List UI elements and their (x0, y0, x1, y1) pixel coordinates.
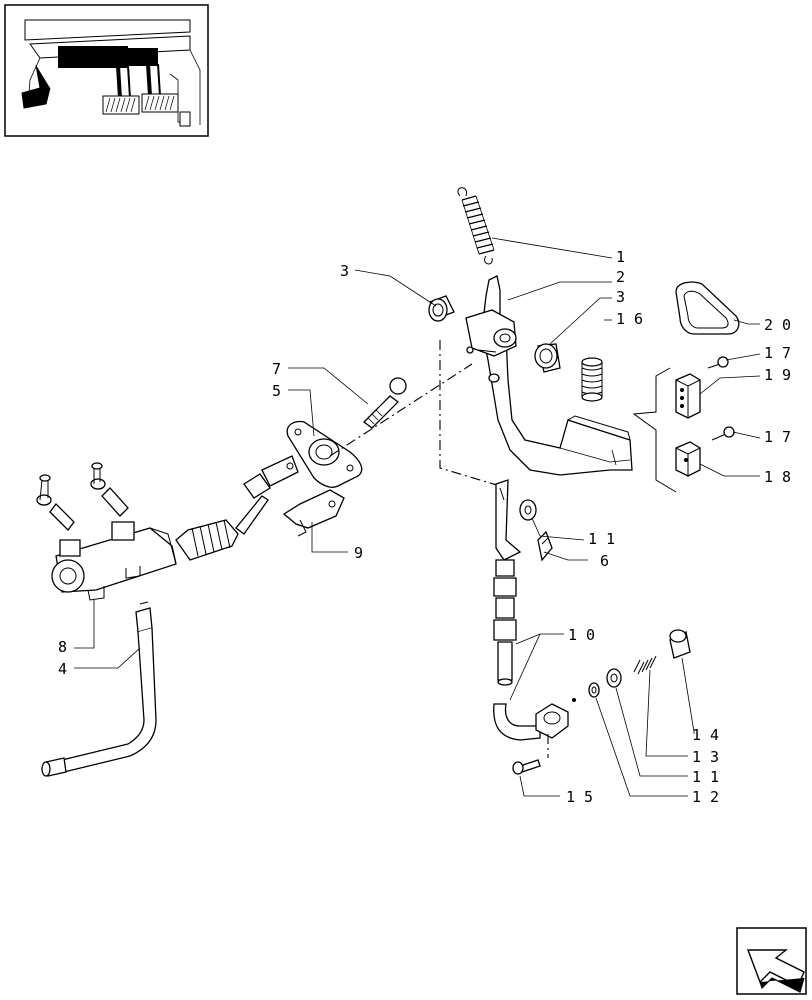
pad-bracket-upper (675, 356, 729, 419)
callout-labels: 1 2 3 3 1 6 2 0 1 7 1 9 1 7 1 8 7 5 9 1 … (58, 248, 791, 806)
pedal-pad (675, 281, 740, 335)
callout-5: 5 (272, 382, 281, 400)
linkage-rod (493, 479, 522, 686)
alignment-line-pedal (439, 340, 501, 487)
callout-12: 1 2 (692, 788, 719, 806)
callout-3-left: 3 (340, 262, 349, 280)
callout-11-upper: 1 1 (588, 530, 615, 548)
callout-19: 1 9 (764, 366, 791, 384)
callout-10: 1 0 (568, 626, 595, 644)
callout-7: 7 (272, 360, 281, 378)
callout-18: 1 8 (764, 468, 791, 486)
bushing-left (428, 295, 455, 322)
clevis-clip (282, 489, 345, 537)
washer-upper (519, 499, 537, 521)
bolt-small (512, 759, 541, 775)
callout-4: 4 (58, 660, 67, 678)
callout-13: 1 3 (692, 748, 719, 766)
master-cylinder (36, 455, 299, 601)
callout-8: 8 (58, 638, 67, 656)
bolt (363, 377, 407, 429)
callout-1: 1 (616, 248, 625, 266)
lower-pipe (493, 703, 569, 758)
nut-12 (588, 682, 600, 698)
mounting-flange (286, 420, 363, 488)
hydraulic-pipe (41, 601, 157, 777)
callout-6: 6 (600, 552, 609, 570)
callout-17-lower: 1 7 (764, 428, 791, 446)
callout-11-lower: 1 1 (692, 768, 719, 786)
leader-lines (74, 237, 761, 797)
split-pin (537, 530, 553, 562)
callout-15: 1 5 (566, 788, 593, 806)
bracket-brace (632, 367, 677, 493)
washer-11-lower (606, 668, 622, 688)
clutch-pedal (465, 275, 633, 476)
location-thumbnail (4, 4, 209, 137)
alignment-line-flange (329, 363, 473, 457)
bushing-right (534, 343, 561, 373)
pad-bracket-lower (675, 426, 735, 477)
callout-2: 2 (616, 268, 625, 286)
direction-arrow-icon (736, 927, 807, 995)
callout-17-upper: 1 7 (764, 344, 791, 362)
callout-9: 9 (354, 544, 363, 562)
callout-16: 1 6 (616, 310, 643, 328)
callout-3-right: 3 (616, 288, 625, 306)
spring-13 (633, 655, 657, 675)
callout-14: 1 4 (692, 726, 719, 744)
bushing-14 (669, 629, 691, 659)
return-spring (457, 187, 495, 265)
callout-20: 2 0 (764, 316, 791, 334)
bumper-spring (581, 357, 603, 402)
